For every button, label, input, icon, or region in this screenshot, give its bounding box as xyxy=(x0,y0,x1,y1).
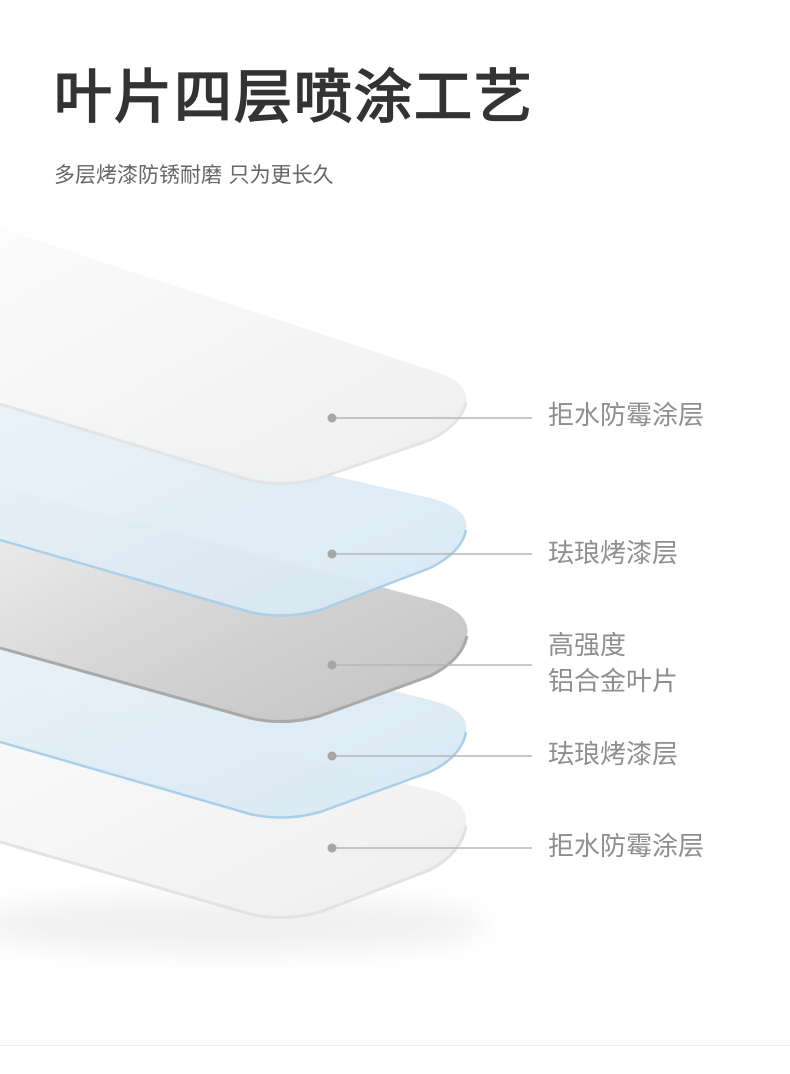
layer-lower-blue-edge xyxy=(0,731,468,819)
leader-dot-3 xyxy=(327,660,337,670)
layer-label-3-line-1: 高强度 xyxy=(548,631,627,661)
leader-line-4 xyxy=(327,751,532,761)
layer-label-5: 拒水防霉涂层 xyxy=(548,832,705,862)
leader-dot-2 xyxy=(327,549,337,559)
leader-dot-1 xyxy=(327,413,337,423)
leader-dot-4 xyxy=(327,751,337,761)
page-title: 叶片四层喷涂工艺 xyxy=(54,63,535,131)
layer-label-3: 高强度 铝合金叶片 xyxy=(548,628,678,700)
layer-upper-blue-edge xyxy=(0,529,468,617)
layer-label-1: 拒水防霉涂层 xyxy=(548,401,705,431)
leader-dot-5 xyxy=(327,843,337,853)
page-subtitle: 多层烤漆防锈耐磨 只为更长久 xyxy=(54,163,334,187)
layer-label-4: 珐琅烤漆层 xyxy=(548,740,679,770)
layer-top-white-coating xyxy=(0,228,467,484)
bottom-divider xyxy=(0,1045,790,1046)
layer-upper-blue-enamel xyxy=(0,400,467,616)
layer-bottom-white-edge xyxy=(0,825,468,920)
leader-line-2 xyxy=(327,549,532,559)
leader-line-1 xyxy=(327,413,532,423)
leader-line-3 xyxy=(327,660,532,670)
layer-label-2: 珐琅烤漆层 xyxy=(548,539,679,569)
layer-top-white-edge xyxy=(0,401,468,486)
stack-shadow xyxy=(0,897,490,953)
layer-label-3-line-2: 铝合金叶片 xyxy=(548,667,679,697)
leader-line-5 xyxy=(327,843,532,853)
layer-aluminum-edge xyxy=(0,635,469,724)
